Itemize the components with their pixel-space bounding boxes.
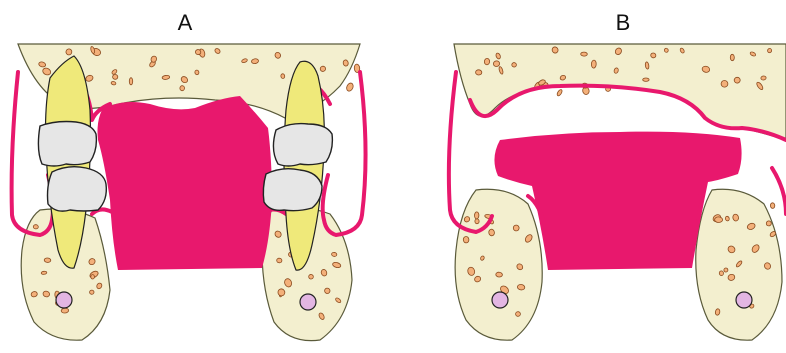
trabecula-mark xyxy=(517,284,525,290)
trabecula-mark xyxy=(767,48,772,53)
nerve-canal-right-a xyxy=(300,294,316,310)
trabecula-mark xyxy=(484,58,490,65)
trabecula-mark xyxy=(91,275,95,280)
trabecula-mark xyxy=(113,74,118,79)
trabecula-mark xyxy=(493,61,500,67)
trabecula-mark xyxy=(331,252,337,257)
trabecula-mark xyxy=(515,311,521,316)
lower-bone-left-b xyxy=(455,189,542,340)
trabecula-mark xyxy=(734,77,741,83)
trabecula-mark xyxy=(715,217,723,223)
trabecula-mark xyxy=(276,258,282,263)
trabecula-mark xyxy=(195,49,201,55)
trabecula-mark xyxy=(475,70,481,76)
trabecula-mark xyxy=(643,78,649,81)
trabecula-mark xyxy=(496,272,503,277)
trabecula-mark xyxy=(556,89,563,97)
tooth-crown-upper-left-a xyxy=(38,122,96,167)
trabecula-mark xyxy=(591,60,596,68)
trabecula-mark xyxy=(345,82,354,92)
tooth-crown-upper-right-a xyxy=(273,124,332,166)
trabecula-mark xyxy=(281,74,285,79)
trabecula-mark xyxy=(474,212,479,219)
trabecula-mark xyxy=(33,224,38,229)
tooth-crown-lower-right-a xyxy=(263,169,322,211)
trabecula-mark xyxy=(61,308,69,314)
trabecula-mark xyxy=(180,85,185,91)
trabecula-mark xyxy=(761,76,767,81)
trabecula-mark xyxy=(770,203,775,209)
nerve-canal-right-b xyxy=(736,292,752,308)
trabecula-mark xyxy=(89,290,94,295)
trabecula-mark xyxy=(730,54,734,60)
upper-bone-b xyxy=(454,44,786,140)
tooth-crown-lower-left-a xyxy=(48,167,107,211)
trabecula-mark xyxy=(721,80,728,87)
pink-tissue-mass-a xyxy=(98,96,273,270)
trabecula-mark xyxy=(44,258,51,263)
trabecula-mark xyxy=(475,219,479,224)
trabecula-mark xyxy=(41,271,47,275)
trabecula-mark xyxy=(129,78,132,85)
trabecula-mark xyxy=(488,229,495,236)
trabecula-mark xyxy=(195,70,200,75)
nerve-canal-left-a xyxy=(56,292,72,308)
trabecula-mark xyxy=(463,236,469,243)
trabecula-mark xyxy=(719,270,724,275)
trabecula-mark xyxy=(724,268,729,273)
trabecula-mark xyxy=(581,52,588,56)
nerve-canal-left-b xyxy=(492,292,508,308)
